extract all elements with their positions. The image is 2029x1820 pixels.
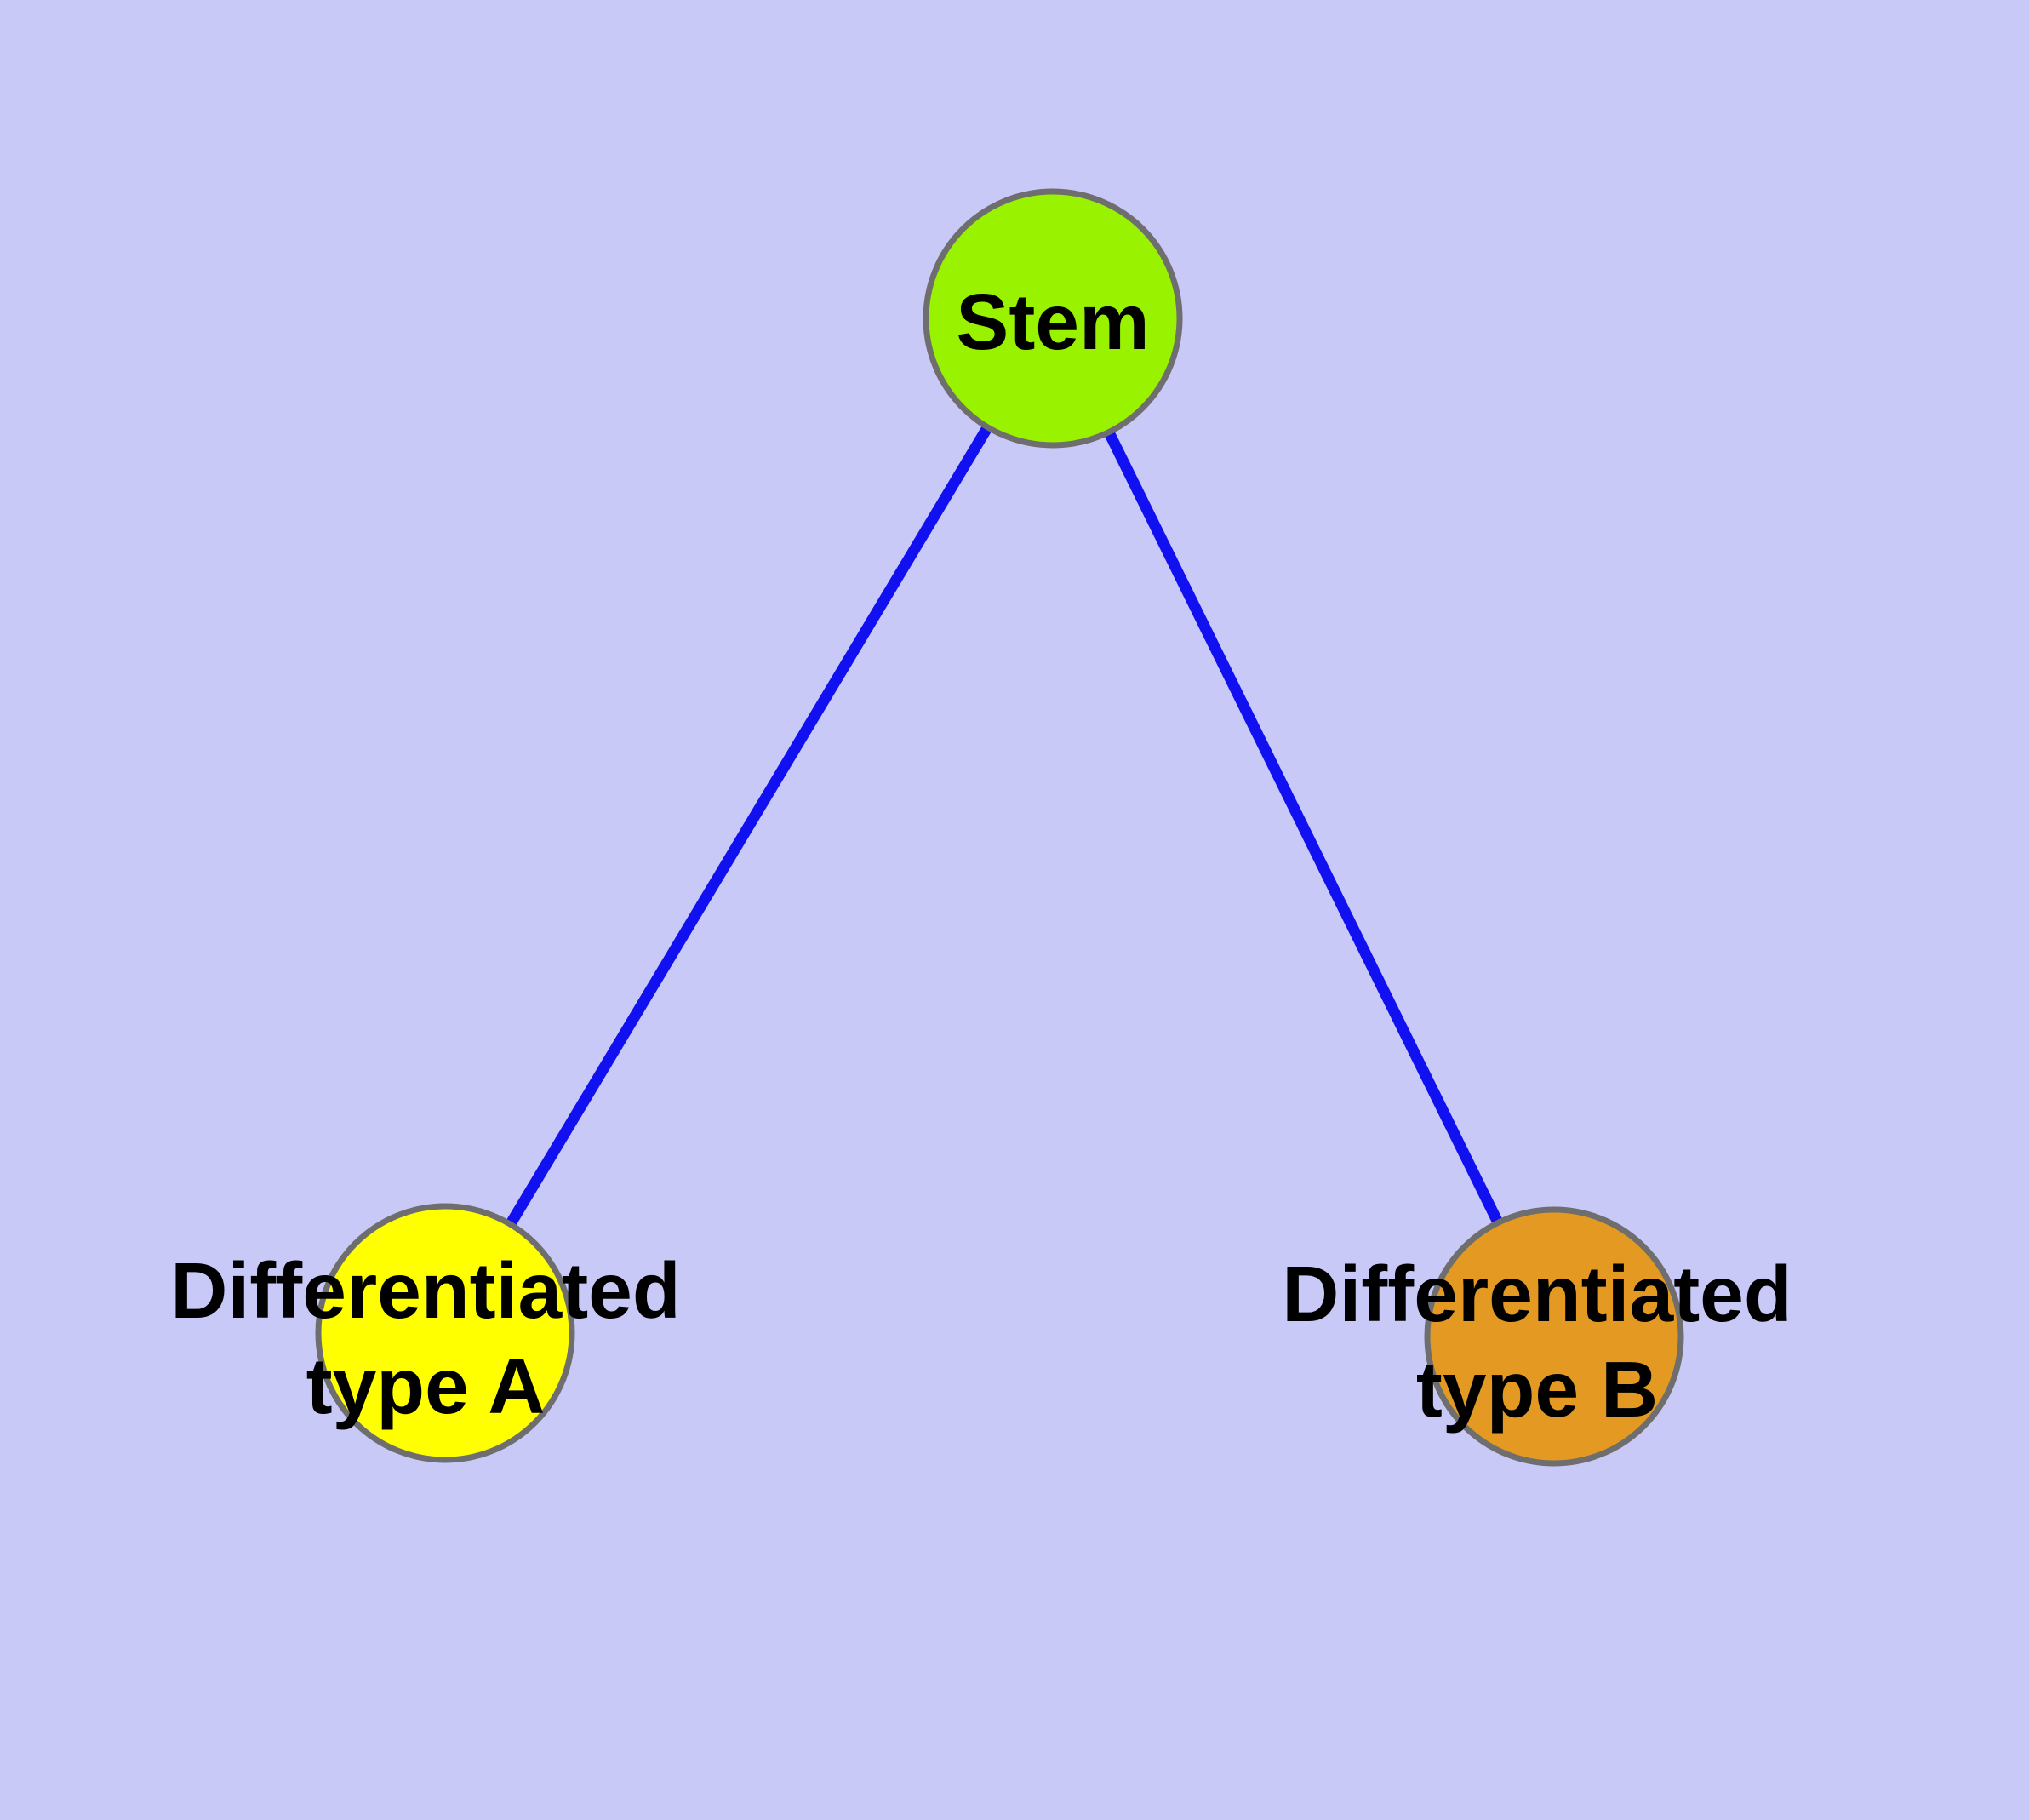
- node-differentiated-type-a-label: Differentiated type A: [170, 1243, 680, 1434]
- node-differentiated-type-b-label: Differentiated type B: [1282, 1246, 1792, 1437]
- node-stem-label-text: Stem: [956, 278, 1150, 366]
- node-differentiated-type-a-label-line2: type A: [306, 1342, 546, 1430]
- node-stem-circle: [923, 188, 1183, 449]
- node-differentiated-type-b-label-line1: Differentiated: [1282, 1250, 1792, 1338]
- edge-stem-to-differentiated-type-a: [440, 315, 1058, 1336]
- node-differentiated-type-a-label-line1: Differentiated: [170, 1246, 681, 1335]
- node-differentiated-type-a-circle: [315, 1203, 575, 1463]
- edge-stem-to-differentiated-type-b: [1048, 316, 1559, 1339]
- node-differentiated-type-b-label-line2: type B: [1415, 1345, 1659, 1434]
- node-stem-label: Stem: [956, 274, 1149, 369]
- node-differentiated-type-b-circle: [1424, 1206, 1684, 1467]
